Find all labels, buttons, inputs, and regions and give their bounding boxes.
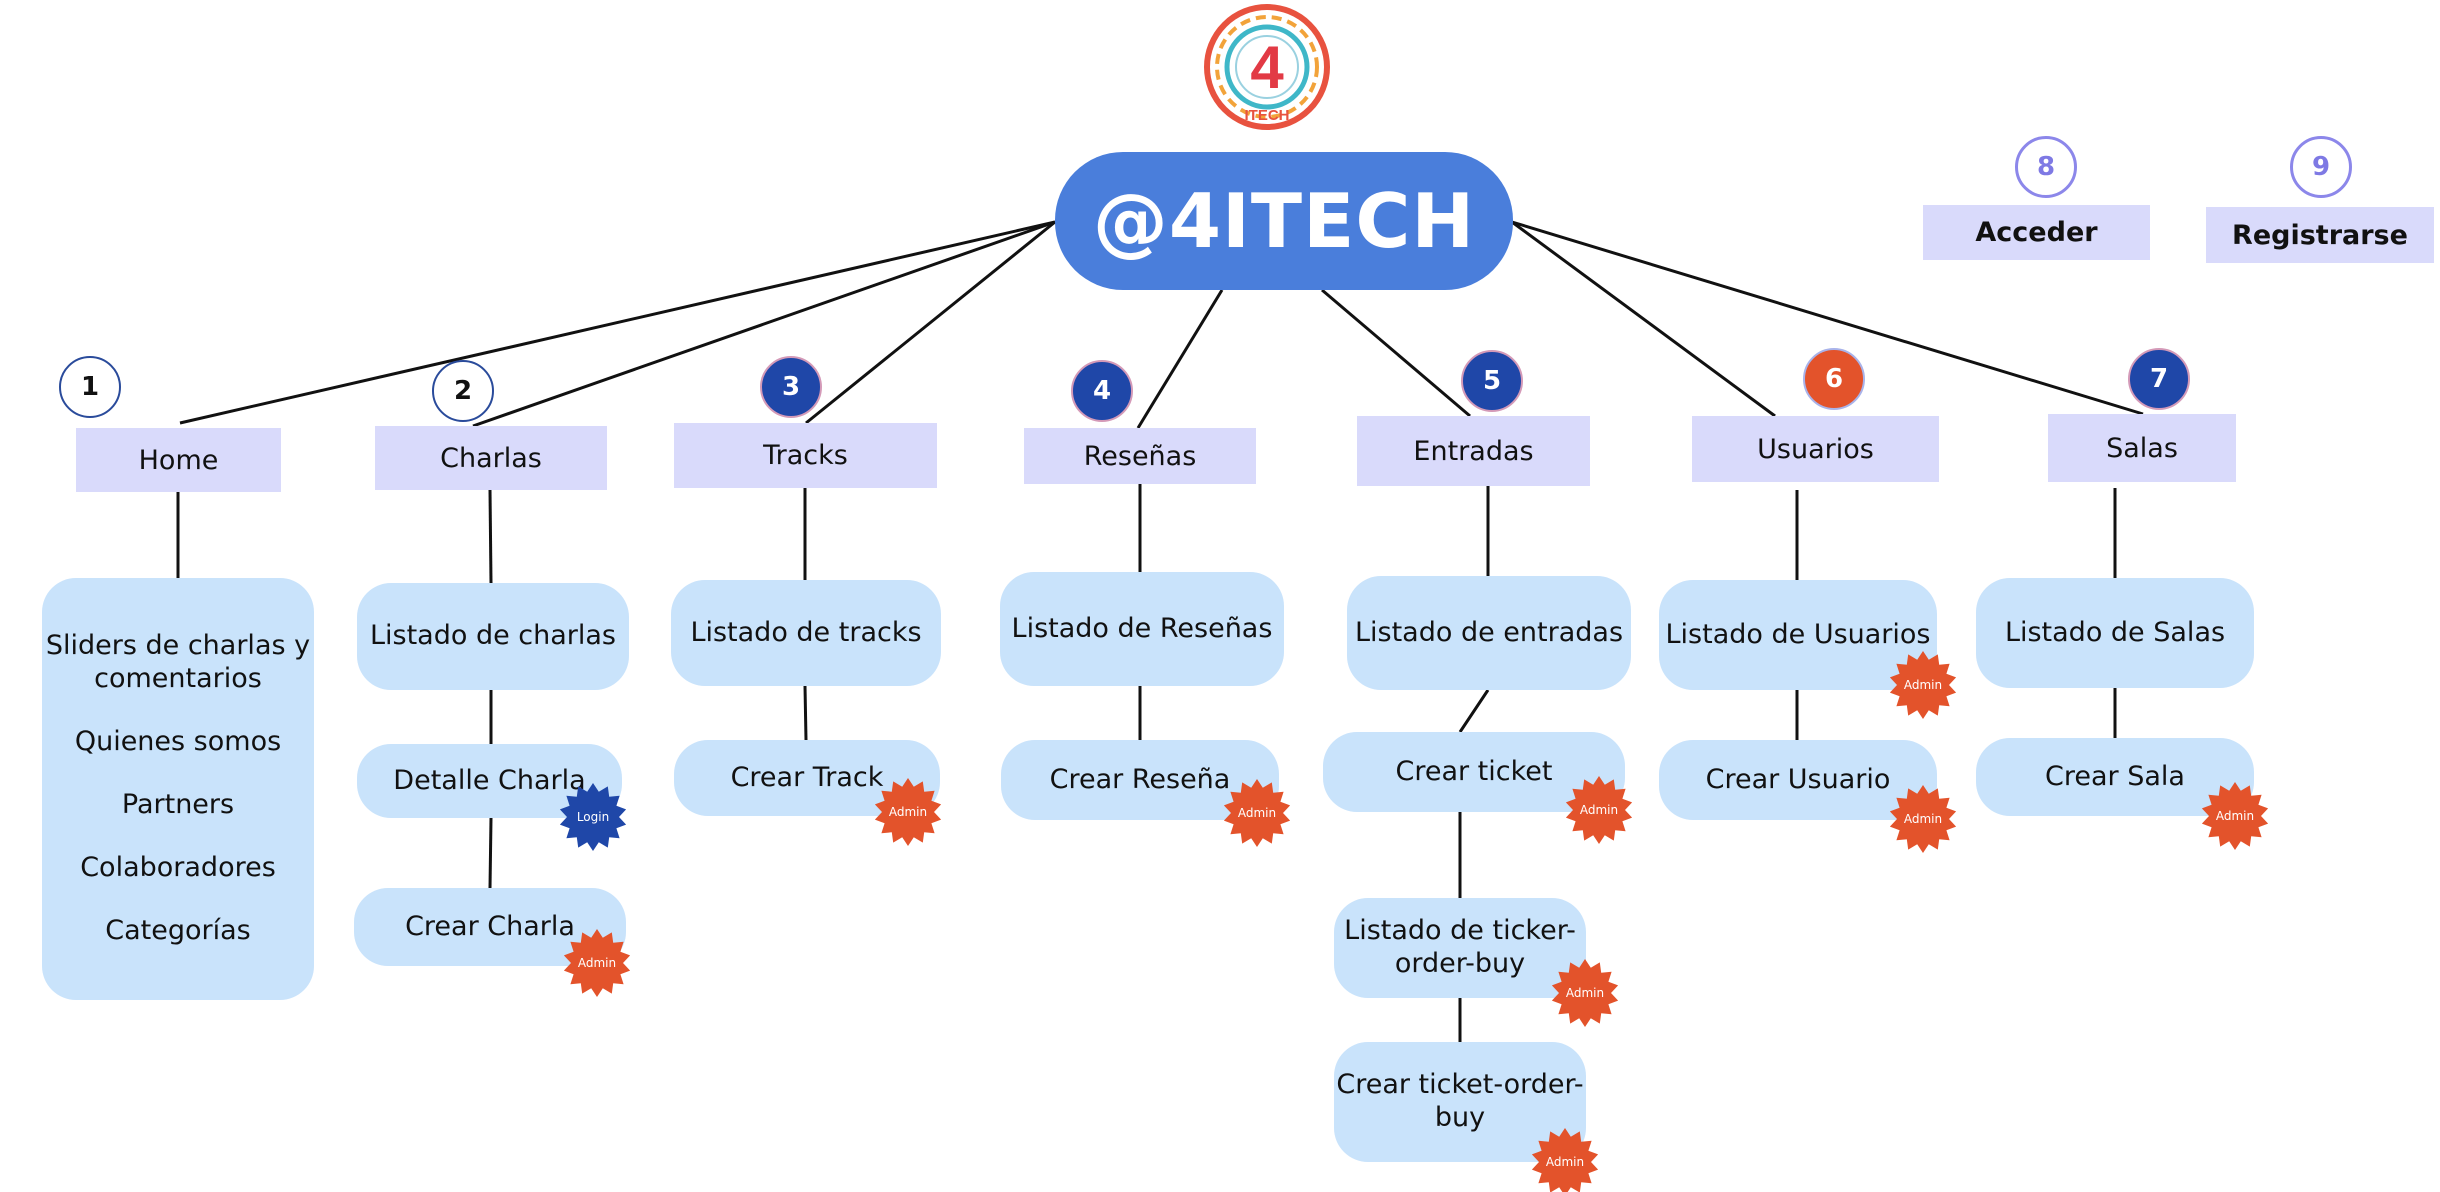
section-tracks[interactable]: Tracks xyxy=(674,423,937,488)
page-crear-ticket[interactable]: Crear ticket xyxy=(1323,732,1625,812)
admin-badge-crear-resena: Admin xyxy=(1222,778,1292,848)
number-5: 5 xyxy=(1461,350,1523,412)
home-item-quienes-somos: Quienes somos xyxy=(74,726,282,758)
4itech-logo: 4 ITECH xyxy=(1204,4,1330,130)
admin-badge-crear-ticket: Admin xyxy=(1564,775,1634,845)
admin-badge-crear-sala: Admin xyxy=(2200,781,2270,851)
page-listado-ticker-order-buy[interactable]: Listado de ticker-order-buy xyxy=(1334,898,1586,998)
page-listado-usuarios[interactable]: Listado de Usuarios xyxy=(1659,580,1937,690)
section-home[interactable]: Home xyxy=(76,428,281,492)
root-label: @4ITECH xyxy=(1092,177,1476,265)
number-3: 3 xyxy=(760,356,822,418)
home-contents[interactable]: Sliders de charlas y comentarios Quienes… xyxy=(42,578,314,1000)
number-8: 8 xyxy=(2015,136,2077,198)
logo-digit: 4 xyxy=(1250,34,1284,101)
root-node[interactable]: @4ITECH xyxy=(1055,152,1513,290)
number-4: 4 xyxy=(1071,360,1133,422)
login-badge-detalle-charla: Login xyxy=(558,782,628,852)
registrarse-button[interactable]: Registrarse xyxy=(2206,207,2434,263)
page-listado-resenas[interactable]: Listado de Reseñas xyxy=(1000,572,1284,686)
admin-badge-listado-ticker-order-buy: Admin xyxy=(1550,958,1620,1028)
number-6: 6 xyxy=(1803,348,1865,410)
acceder-button[interactable]: Acceder xyxy=(1923,205,2150,260)
section-usuarios[interactable]: Usuarios xyxy=(1692,416,1939,482)
page-crear-usuario[interactable]: Crear Usuario xyxy=(1659,740,1937,820)
page-listado-tracks[interactable]: Listado de tracks xyxy=(671,580,941,686)
home-item-sliders: Sliders de charlas y comentarios xyxy=(45,630,311,695)
section-salas[interactable]: Salas xyxy=(2048,414,2236,482)
page-listado-charlas[interactable]: Listado de charlas xyxy=(357,583,629,690)
section-entradas[interactable]: Entradas xyxy=(1357,416,1590,486)
page-crear-sala[interactable]: Crear Sala xyxy=(1976,738,2254,816)
admin-badge-listado-usuarios: Admin xyxy=(1888,650,1958,720)
page-listado-salas[interactable]: Listado de Salas xyxy=(1976,578,2254,688)
number-2: 2 xyxy=(432,360,494,422)
admin-badge-crear-usuario: Admin xyxy=(1888,784,1958,854)
page-detalle-charla[interactable]: Detalle Charla xyxy=(357,744,622,818)
number-1: 1 xyxy=(59,356,121,418)
admin-badge-crear-track: Admin xyxy=(873,777,943,847)
page-crear-resena[interactable]: Crear Reseña xyxy=(1001,740,1279,820)
home-item-categorias: Categorías xyxy=(105,914,251,946)
admin-badge-crear-charla: Admin xyxy=(562,928,632,998)
number-9: 9 xyxy=(2290,136,2352,198)
home-item-colaboradores: Colaboradores xyxy=(80,851,276,883)
section-resenas[interactable]: Reseñas xyxy=(1024,428,1256,484)
logo-word: ITECH xyxy=(1245,107,1290,124)
page-listado-entradas[interactable]: Listado de entradas xyxy=(1347,576,1631,690)
section-charlas[interactable]: Charlas xyxy=(375,426,607,490)
admin-badge-crear-ticket-order-buy: Admin xyxy=(1530,1127,1600,1192)
home-item-partners: Partners xyxy=(121,789,235,820)
number-7: 7 xyxy=(2128,348,2190,410)
